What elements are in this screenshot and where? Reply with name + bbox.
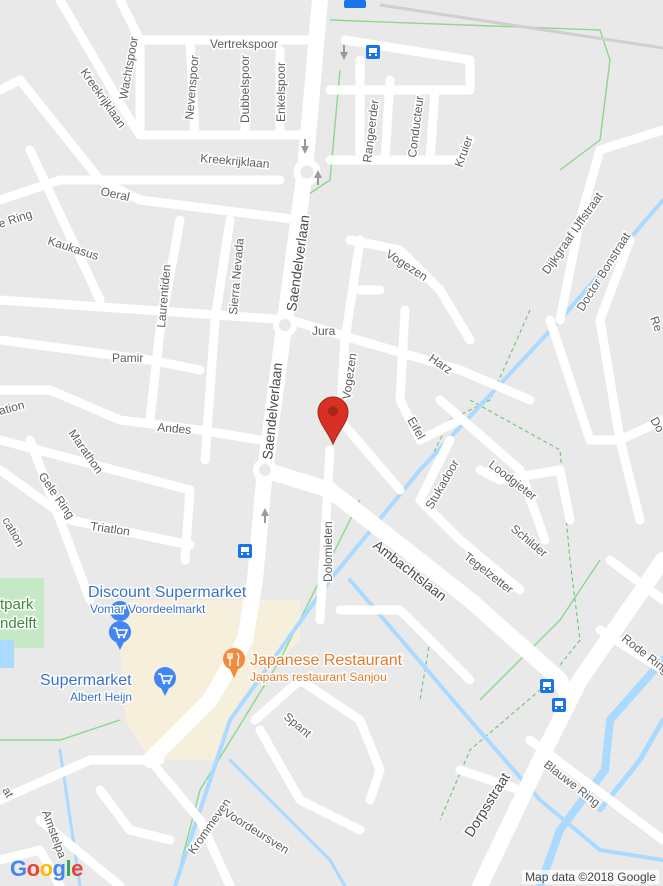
poi-supermarket[interactable]: Supermarket Albert Heijn (39, 667, 176, 706)
bus-stop-icon[interactable] (552, 698, 566, 712)
label-vertrekspoor: Vertrekspoor (210, 37, 278, 51)
shopping-cart-pin-icon (154, 667, 176, 689)
label-jura: Jura (312, 324, 336, 338)
poi-discount-name: Discount Supermarket (88, 584, 247, 601)
logo-letter: o (26, 856, 40, 881)
bus-stop-icon[interactable] (540, 679, 554, 693)
poi-japanese-sub: Japans restaurant Sanjou (250, 670, 387, 684)
label-pamir: Pamir (112, 351, 143, 365)
roundabout-north (293, 158, 321, 186)
poi-japanese-name: Japanese Restaurant (250, 652, 403, 669)
poi-supermarket-sub: Albert Heijn (70, 690, 132, 704)
bus-stop-icon[interactable] (238, 544, 252, 558)
poi-discount-sub: Vomar Voordeelmarkt (90, 602, 206, 616)
park-label-2: ndelft (0, 615, 38, 632)
logo-letter: g (52, 856, 66, 881)
label-dolomieten: Dolomieten (321, 521, 335, 582)
railway (379, 3, 663, 50)
bus-stop-icon[interactable] (344, 0, 366, 8)
logo-letter: e (71, 856, 83, 881)
roundabout-south (253, 458, 277, 482)
arrow-icon (261, 45, 348, 523)
label-dubbelspoor: Dubbelspoor (238, 55, 252, 123)
poi-supermarket-name: Supermarket (40, 672, 132, 689)
poi-discount-supermarket[interactable]: Discount Supermarket Vomar Voordeelmarkt (87, 583, 248, 650)
poi-japanese-restaurant[interactable]: Japanese Restaurant Japans restaurant Sa… (223, 648, 404, 686)
logo-letter: G (10, 856, 27, 881)
google-logo[interactable]: Google (10, 856, 83, 882)
logo-letter: o (39, 856, 53, 881)
roundabout-center (273, 313, 297, 337)
park-pond (0, 640, 14, 668)
logo-letter: l (65, 856, 72, 881)
green-paths (0, 19, 611, 886)
park-area (0, 578, 44, 648)
red-location-pin-icon[interactable] (317, 396, 349, 446)
label-andes: Andes (157, 420, 192, 437)
bus-stop-icon[interactable] (366, 45, 380, 59)
label-enkelspoor: Enkelspoor (274, 62, 288, 122)
commercial-area (120, 600, 300, 760)
park-label-1: tpark (0, 596, 34, 613)
map-attribution[interactable]: Map data ©2018 Google (522, 870, 659, 884)
